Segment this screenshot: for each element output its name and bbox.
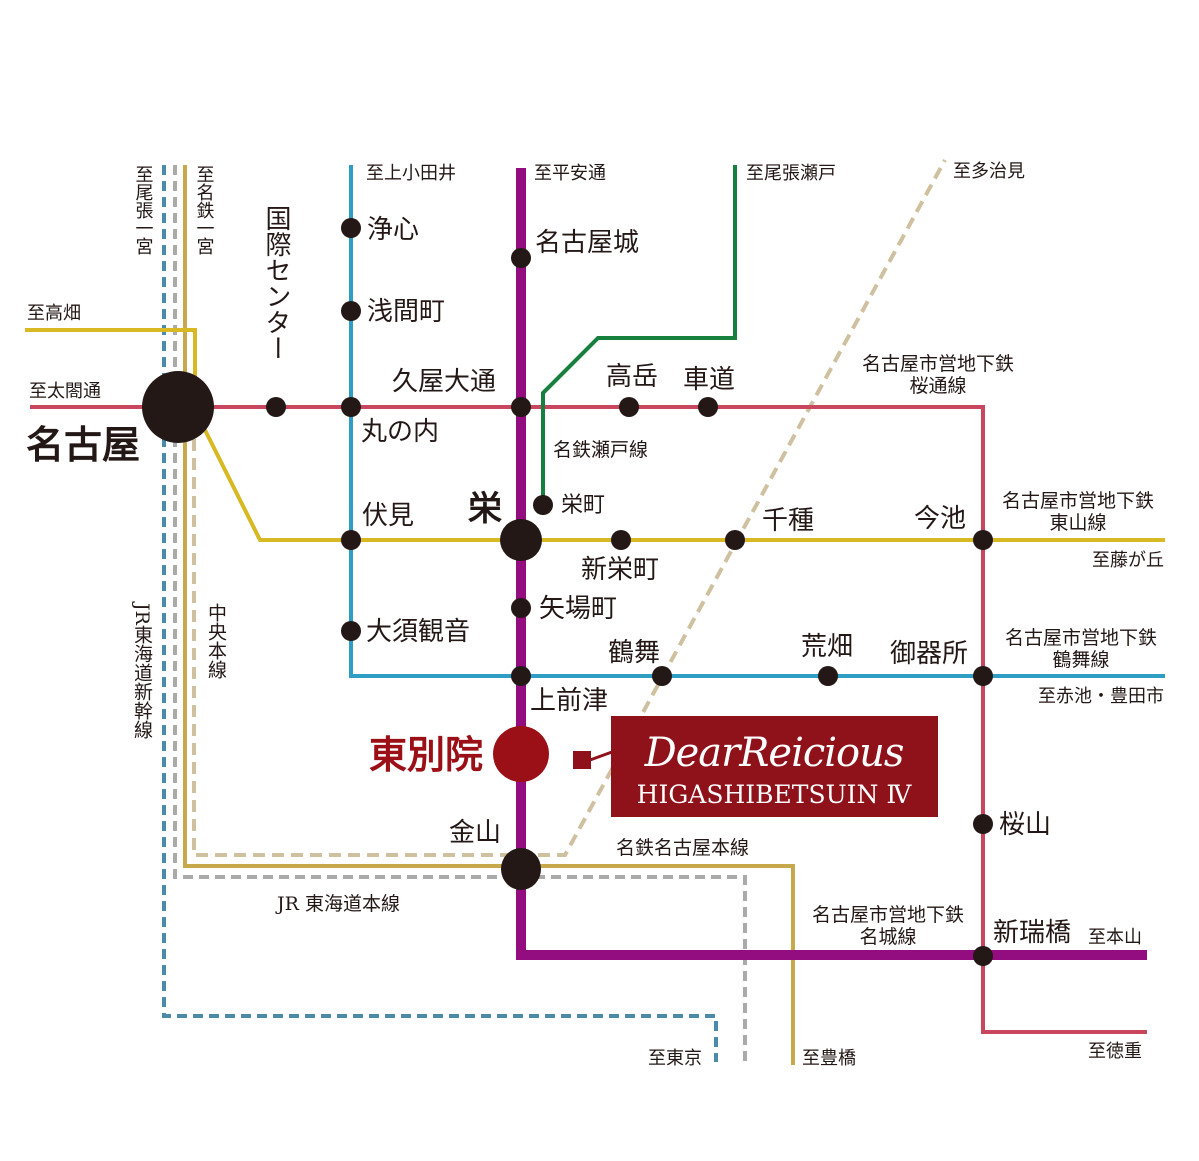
label-joshin: 浄心 xyxy=(367,215,419,245)
label-meijo-line: 名城線 xyxy=(859,926,916,948)
station-dot[interactable] xyxy=(533,495,553,515)
label-tsurumai: 鶴舞 xyxy=(608,638,660,668)
label-imaike: 今池 xyxy=(914,504,966,534)
label-kurumamichi: 車道 xyxy=(683,365,735,395)
dir-meitetsu-ichinomiya: 至名鉄一宮 xyxy=(194,165,215,255)
label-sakaemachi: 栄町 xyxy=(561,493,605,518)
station-dot[interactable] xyxy=(511,598,531,618)
station-dot[interactable] xyxy=(973,814,993,834)
label-nagoyajo: 名古屋城 xyxy=(535,228,639,258)
label-sakae: 栄 xyxy=(468,489,502,529)
label-osu-kannon: 大須観音 xyxy=(366,617,470,647)
label-higashiyama-prefix: 名古屋市営地下鉄 xyxy=(1002,490,1154,512)
station-dot[interactable] xyxy=(511,397,531,417)
label-higashibetsuin: 東別院 xyxy=(369,732,483,777)
meitetsu-seto-line xyxy=(541,165,737,505)
dir-taikodori: 至太閤通 xyxy=(29,381,101,402)
tsurumai-line xyxy=(349,165,1165,678)
label-kokusai-center: 国際センター xyxy=(261,205,291,361)
label-tsurumai-line: 鶴舞線 xyxy=(1052,649,1109,671)
label-arahata: 荒畑 xyxy=(801,632,853,662)
station-dot-nagoya[interactable] xyxy=(142,371,214,443)
label-sengencho: 浅間町 xyxy=(367,297,445,327)
station-dot[interactable] xyxy=(266,397,286,417)
label-sakuradori-line: 桜通線 xyxy=(909,375,966,397)
property-box[interactable] xyxy=(611,716,938,817)
label-takaoka: 高岳 xyxy=(606,362,658,392)
station-dot[interactable] xyxy=(619,397,639,417)
label-higashiyama-line: 東山線 xyxy=(1049,512,1106,534)
label-sakurayama: 桜山 xyxy=(999,810,1051,840)
station-dot[interactable] xyxy=(341,621,361,641)
station-dot[interactable] xyxy=(973,666,993,686)
jr-tokaido-line xyxy=(173,165,747,1065)
label-nagoya: 名古屋 xyxy=(26,422,140,467)
meijo-line xyxy=(516,168,1147,960)
label-marunouchi: 丸の内 xyxy=(361,417,439,447)
meitetsu-main-line xyxy=(183,165,795,1065)
shinkansen-line xyxy=(162,165,718,1062)
station-dot[interactable] xyxy=(698,397,718,417)
station-dots xyxy=(142,218,993,966)
sakuradori-line xyxy=(30,405,1147,1034)
dir-owari-ichinomiya: 至尾張一宮 xyxy=(133,165,154,255)
station-dot-sakae[interactable] xyxy=(500,519,542,561)
label-sakuradori-prefix: 名古屋市営地下鉄 xyxy=(862,353,1014,375)
dir-tokyo: 至東京 xyxy=(648,1048,702,1069)
property-marker[interactable] xyxy=(573,751,591,769)
dir-fujigaoka: 至藤が丘 xyxy=(1092,550,1164,571)
label-gokiso: 御器所 xyxy=(890,639,968,669)
label-shinsakaemachi: 新栄町 xyxy=(581,555,659,585)
dir-tokushige: 至徳重 xyxy=(1088,1041,1142,1062)
station-dot[interactable] xyxy=(511,666,531,686)
dir-takabata: 至高畑 xyxy=(27,303,81,324)
label-hisaya-odori: 久屋大通 xyxy=(392,367,496,397)
station-dot[interactable] xyxy=(611,530,631,550)
dir-motoyama: 至本山 xyxy=(1088,927,1142,948)
dir-owari-seto: 至尾張瀬戸 xyxy=(746,163,836,184)
dir-heiandori: 至平安通 xyxy=(534,163,606,184)
station-dot[interactable] xyxy=(511,248,531,268)
label-shinkansen: JR東海道新幹線 xyxy=(131,601,153,739)
label-tsurumai-prefix: 名古屋市営地下鉄 xyxy=(1005,627,1157,649)
station-dot[interactable] xyxy=(341,301,361,321)
dir-kamiotai: 至上小田井 xyxy=(366,163,456,184)
label-fushimi: 伏見 xyxy=(362,501,414,531)
station-dot-kanayama[interactable] xyxy=(501,848,541,890)
label-yabacho: 矢場町 xyxy=(539,594,617,624)
station-dot[interactable] xyxy=(341,530,361,550)
property-leader-line xyxy=(589,750,613,762)
station-dot[interactable] xyxy=(725,530,745,550)
station-dot[interactable] xyxy=(652,666,672,686)
station-dot[interactable] xyxy=(341,218,361,238)
label-jr-tokaido: JR 東海道本線 xyxy=(275,893,400,915)
station-dot[interactable] xyxy=(341,397,361,417)
dir-tajimi: 至多治見 xyxy=(953,161,1025,182)
station-dot[interactable] xyxy=(818,666,838,686)
station-dot[interactable] xyxy=(973,530,993,550)
dir-akaike-toyotashi: 至赤池・豊田市 xyxy=(1038,686,1164,707)
label-meitetsu-main: 名鉄名古屋本線 xyxy=(616,837,749,859)
label-chuo: 中央本線 xyxy=(205,603,227,679)
property-name: HIGASHIBETSUIN Ⅳ xyxy=(637,780,913,809)
label-kanayama: 金山 xyxy=(449,818,501,848)
property-brand: DearReicious xyxy=(644,730,904,776)
station-dot[interactable] xyxy=(973,946,993,966)
chuo-line xyxy=(192,159,947,857)
label-meijo-prefix: 名古屋市営地下鉄 xyxy=(812,904,964,926)
label-chikusa: 千種 xyxy=(762,506,814,536)
dir-toyohashi: 至豊橋 xyxy=(802,1048,856,1069)
label-aratamabashi: 新瑞橋 xyxy=(993,918,1071,948)
station-dot-higashibetsuin[interactable] xyxy=(493,726,549,782)
label-meitetsu-seto: 名鉄瀬戸線 xyxy=(553,439,648,461)
label-kamimaezu: 上前津 xyxy=(530,686,608,716)
